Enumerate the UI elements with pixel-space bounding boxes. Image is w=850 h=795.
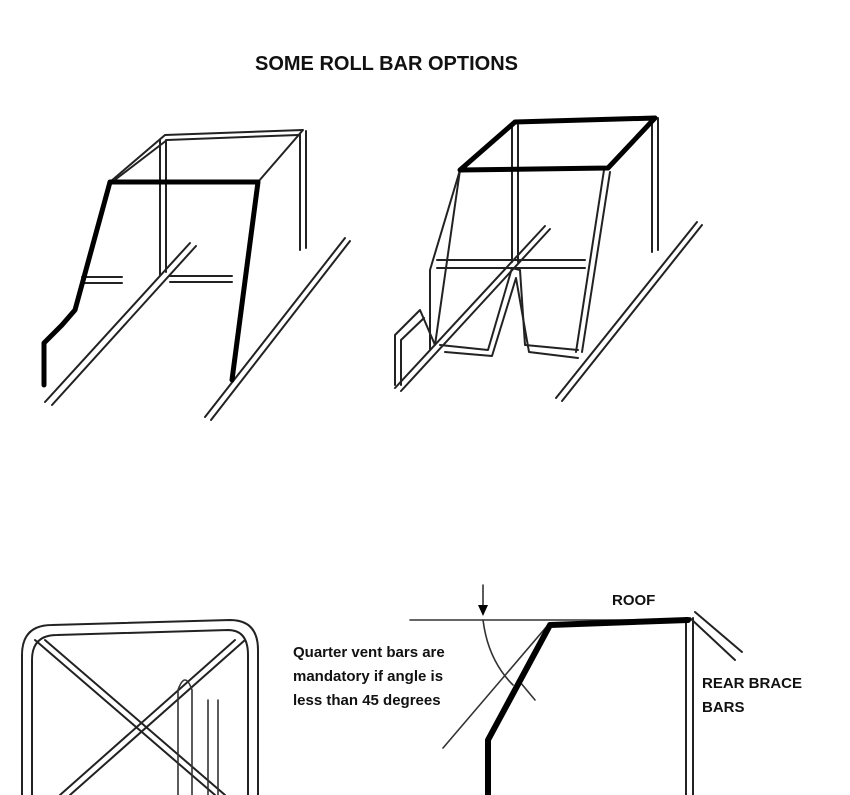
rear-brace-label-line1: REAR BRACE (702, 675, 802, 692)
roof-label: ROOF (612, 592, 655, 609)
roof-x-brace-view (21, 619, 259, 795)
diagram-title: SOME ROLL BAR OPTIONS (255, 53, 518, 75)
side-profile-view (409, 584, 743, 795)
roll-cage-left (41, 129, 351, 421)
quarter-vent-note-line3: less than 45 degrees (293, 692, 441, 709)
rear-brace-label-line2: BARS (702, 699, 745, 716)
roll-cage-right (394, 115, 703, 402)
quarter-vent-note-line1: Quarter vent bars are (293, 644, 445, 661)
quarter-vent-note-line2: mandatory if angle is (293, 668, 443, 685)
